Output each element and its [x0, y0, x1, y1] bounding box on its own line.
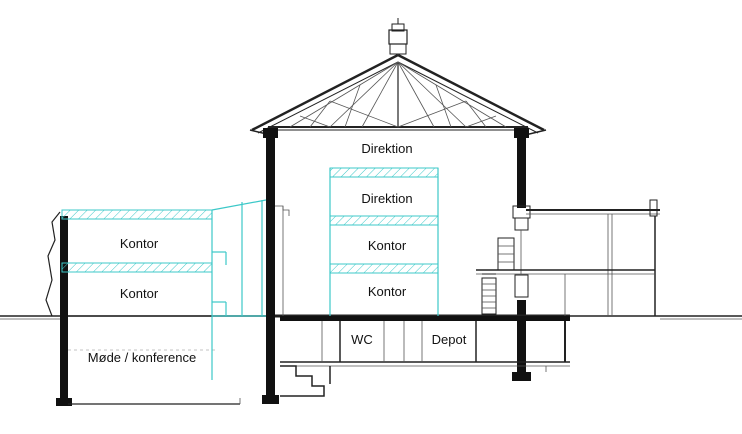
main-walls	[262, 128, 531, 404]
room-label-direktion-top: Direktion	[361, 141, 412, 156]
room-label-depot: Depot	[432, 332, 467, 347]
room-label-wc: WC	[351, 332, 373, 347]
room-label-kontor-right-lower: Kontor	[368, 284, 407, 299]
roof-truss	[249, 18, 547, 137]
new-construction	[61, 167, 439, 380]
room-label-moede: Møde / konference	[88, 350, 196, 365]
column-detail	[275, 205, 290, 316]
basement	[275, 314, 570, 397]
room-label-kontor-left-lower: Kontor	[120, 286, 159, 301]
room-label-kontor-right-upper: Kontor	[368, 238, 407, 253]
room-labels: Direktion Direktion Kontor Kontor Kontor…	[88, 141, 467, 365]
room-label-kontor-left-upper: Kontor	[120, 236, 159, 251]
right-annex	[476, 199, 660, 316]
room-label-direktion-mid: Direktion	[361, 191, 412, 206]
stair	[481, 237, 515, 315]
